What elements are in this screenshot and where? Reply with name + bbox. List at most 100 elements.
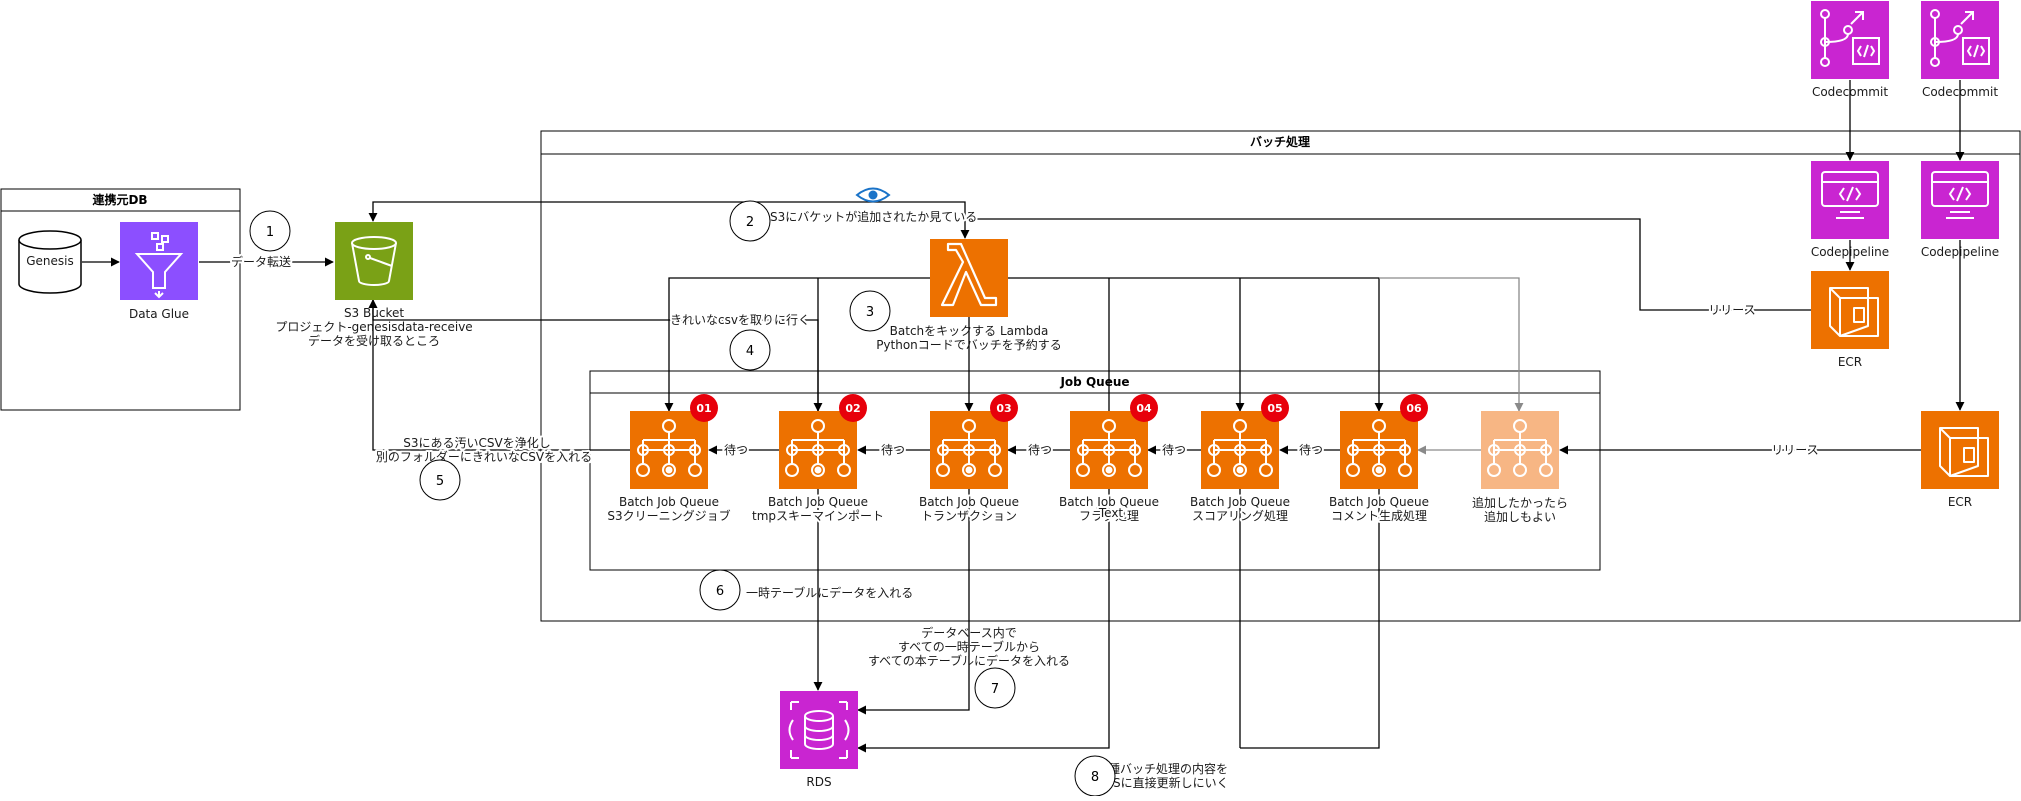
batch-job-label-name: トランザクション [921,509,1017,523]
data-glue-label: Data Glue [129,307,189,321]
release-2-label: リリース [1771,443,1818,457]
batch-job-label-title: Batch Job Queue [919,495,1019,509]
job-number-badge-text: 06 [1406,402,1422,415]
db-move-label-2: すべての一時テーブルから [898,639,1040,654]
step-7: 7 [991,682,999,697]
batch-job-icon [1346,419,1412,477]
cleanse-label-2: 別のフォルダーにきれいなCSVを入れる [376,449,592,464]
release-1-label: リリース [1708,303,1755,317]
job-number-badge [690,394,718,422]
wait-label-2: 待つ [881,443,905,457]
step-6: 6 [716,584,724,599]
job-number-badge-text: 05 [1267,402,1282,415]
codecommit-node-1: Codecommit [1811,1,1889,99]
rds-database-icon [788,701,850,759]
direct-update-label-2: RDSに直接更新しにいく [1095,775,1228,790]
s3-bucket-node: S3 Bucket プロジェクト-genesisdata-receive データ… [275,222,473,348]
extra-job-label-2: 追加しもよい [1484,509,1556,524]
batch-job-label-name: S3クリーニングジョブ [607,508,730,523]
job-number-badge-text: 03 [996,402,1011,415]
step-markers: 1 2 3 4 5 6 7 8 [249,200,1116,797]
db-move-label-3: すべての本テーブルにデータを入れる [868,653,1070,668]
genesis-label: Genesis [26,254,74,268]
direct-update-label-1: 各種バッチ処理の内容を [1096,761,1228,776]
batch-job-label-name: フラグ処理 [1079,509,1139,523]
step-5: 5 [436,474,444,489]
edge-labels: データ転送 S3にバケットが追加されたか見ている きれいなcsvを取りに行く リ… [229,207,1821,790]
wait-label-5: 待つ [1299,443,1323,457]
step-1: 1 [266,225,274,240]
job-number-badge [1261,394,1289,422]
genesis-database: Genesis [18,230,82,294]
codepipeline-node-1: Codepipeline [1811,161,1889,259]
extra-job-label-1: 追加したかったら [1472,495,1568,510]
batch-group: バッチ処理 [540,130,2021,622]
codepipeline-1-label: Codepipeline [1811,245,1889,259]
s3-label-title: S3 Bucket [344,306,404,320]
ecr-1-label: ECR [1838,355,1862,369]
batch-job-label-title: Batch Job Queue [1059,495,1159,509]
codecommit-2-label: Codecommit [1922,85,1998,99]
s3-label-name: プロジェクト-genesisdata-receive [275,320,472,334]
batch-job-icon [936,419,1002,477]
source-db-group: 連携元DB [0,188,241,411]
fetch-label: きれいなcsvを取りに行く [670,313,810,327]
batch-job-icon [1076,419,1142,477]
eye-icon [855,187,891,203]
job-number-badge-text: 02 [845,402,860,415]
tmp-table-label: 一時テーブルにデータを入れる [746,585,913,600]
wait-label-1: 待つ [724,443,748,457]
batch-job-label-title: Batch Job Queue [619,495,719,509]
codecommit-1-label: Codecommit [1812,85,1888,99]
source-db-title: 連携元DB [92,192,147,207]
job-number-badge-text: 04 [1136,402,1152,415]
transfer-label: データ転送 [231,254,291,269]
step-3: 3 [866,305,874,320]
batch-job-label-title: Batch Job Queue [1329,495,1429,509]
ecr-icon [1829,287,1879,337]
batch-job-faded-icon [1487,419,1553,477]
codecommit-icon [1820,9,1880,67]
cleanse-label-1: S3にある汚いCSVを浄化し [403,436,550,450]
ecr-node-2: ECR [1921,411,1999,509]
job-number-badge-text: 01 [696,402,711,415]
ecr-2-label: ECR [1948,495,1972,509]
bucket-icon [351,236,397,286]
wait-label-4: 待つ [1162,443,1186,457]
db-move-label-1: データベース内で [921,625,1016,640]
watch-label: S3にバケットが追加されたか見ている [770,209,977,224]
batch-job-label-title: Batch Job Queue [768,495,868,509]
job-number-badge [1400,394,1428,422]
batch-job-label-name: tmpスキーマインポート [752,509,884,523]
lambda-label-title: Batchをキックする Lambda [890,324,1049,338]
batch-job-icon [1207,419,1273,477]
step-4: 4 [746,344,754,359]
ecr-node-1: ECR [1811,271,1889,369]
rds-node: RDS [780,691,858,789]
job-number-badge [1130,394,1158,422]
codepipeline-icon [1931,171,1989,219]
codepipeline-icon [1821,171,1879,219]
codecommit-node-2: Codecommit [1921,1,1999,99]
data-glue-node: Data Glue [120,222,198,321]
batch-job-label-name: コメント生成処理 [1331,509,1427,523]
codepipeline-node-2: Codepipeline [1921,161,1999,259]
job-queue-group: Job Queue [589,370,1601,571]
glue-funnel-icon [134,232,184,299]
batch-job-label-name: スコアリング処理 [1192,509,1288,523]
lambda-node: Batchをキックする Lambda Pythonコードでバッチを予約する [876,239,1062,352]
job-queue-title: Job Queue [1059,375,1129,389]
s3-label-desc: データを受け取るところ [308,333,440,348]
step-8: 8 [1091,770,1099,785]
batch-job-icon [785,419,851,477]
batch-title: バッチ処理 [1250,134,1310,149]
lambda-label-desc: Pythonコードでバッチを予約する [876,337,1062,352]
